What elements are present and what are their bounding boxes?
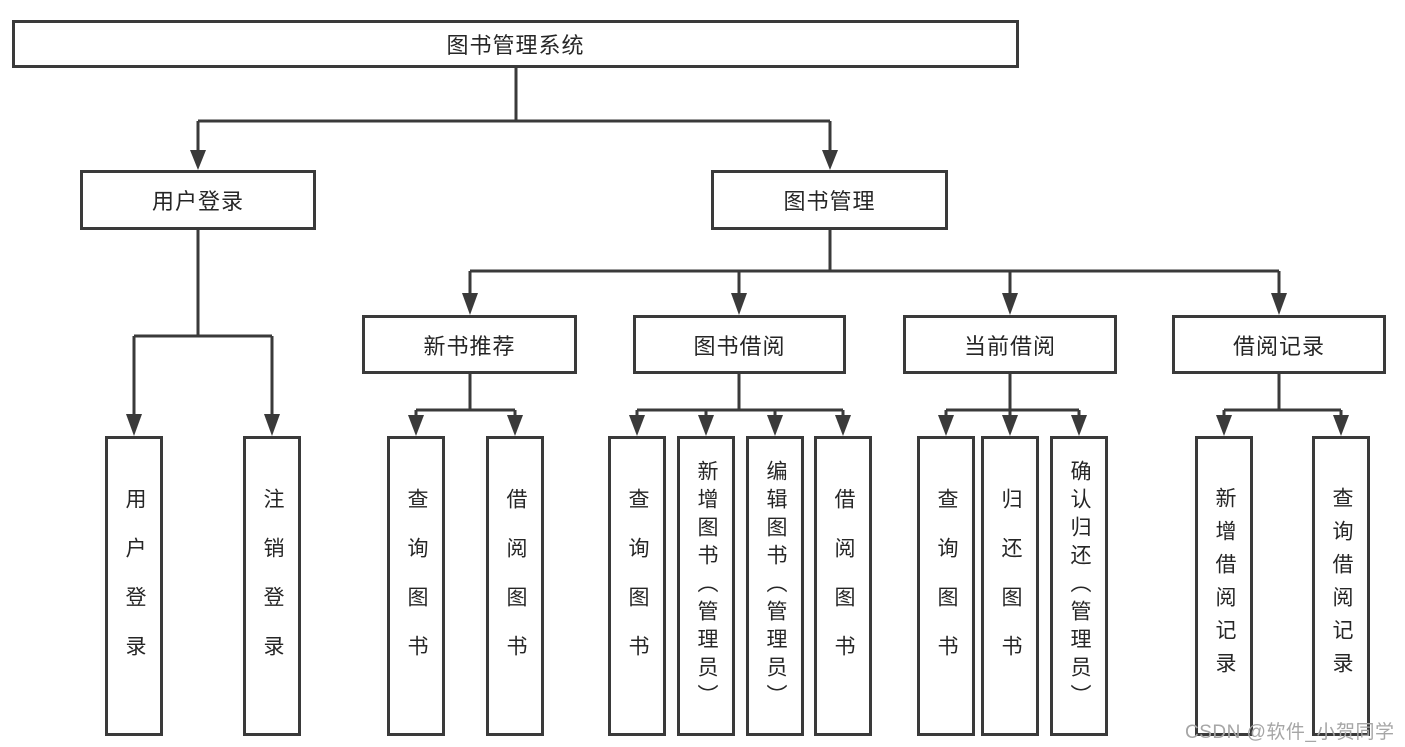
connector-new-book <box>414 374 517 416</box>
arrowhead <box>1271 293 1287 315</box>
leaf-label: 借阅图书 <box>832 488 855 684</box>
connector-current-borrow <box>944 374 1081 416</box>
leaf-label: 确认归还（管理员） <box>1068 460 1091 712</box>
node-label: 新书推荐 <box>423 333 516 359</box>
arrowhead <box>126 414 142 436</box>
connector-book-mgmt <box>468 230 1281 294</box>
arrowhead <box>1216 415 1232 436</box>
node-library-system: 图书管理系统 <box>12 20 1019 68</box>
node-label: 图书借阅 <box>693 333 786 359</box>
leaf-label: 借阅图书 <box>504 488 527 684</box>
arrowhead <box>264 414 280 436</box>
leaf-label: 归还图书 <box>999 488 1022 684</box>
leaf-label: 查询借阅记录 <box>1330 487 1353 685</box>
arrowhead <box>408 415 424 436</box>
leaf-label: 注销登录 <box>261 488 284 684</box>
arrowhead <box>1333 415 1349 436</box>
arrowhead <box>1002 415 1018 436</box>
leaf-logout: 注销登录 <box>243 436 301 736</box>
arrowhead <box>698 415 714 436</box>
leaf-label: 查询图书 <box>626 488 649 684</box>
node-borrow-records: 借阅记录 <box>1172 315 1386 374</box>
leaf-query-books-borrowing: 查询图书 <box>608 436 666 736</box>
node-label: 当前借阅 <box>963 333 1056 359</box>
connector-root <box>196 68 832 151</box>
node-label: 用户登录 <box>151 189 244 214</box>
leaf-add-borrow-record: 新增借阅记录 <box>1195 436 1253 736</box>
arrowhead <box>731 293 747 315</box>
leaf-return-books: 归还图书 <box>981 436 1039 736</box>
arrowhead <box>462 293 478 315</box>
leaf-borrow-books-recommend: 借阅图书 <box>486 436 544 736</box>
arrowhead <box>767 415 783 436</box>
leaf-query-books-current: 查询图书 <box>917 436 975 736</box>
csdn-watermark: CSDN @软件_小贺同学 <box>1185 722 1395 743</box>
leaf-confirm-return-admin: 确认归还（管理员） <box>1050 436 1108 736</box>
node-label: 图书管理系统 <box>446 33 585 58</box>
arrowhead <box>1002 293 1018 315</box>
arrowhead <box>835 415 851 436</box>
arrowhead <box>190 150 206 170</box>
node-current-borrowing: 当前借阅 <box>903 315 1117 374</box>
node-label: 图书管理 <box>783 189 876 214</box>
connector-borrow-record <box>1222 374 1343 416</box>
arrowhead <box>1071 415 1087 436</box>
leaf-label: 编辑图书（管理员） <box>764 460 787 712</box>
node-user-login: 用户登录 <box>80 170 316 230</box>
connector-book-borrow <box>635 374 845 416</box>
leaf-query-books-recommend: 查询图书 <box>387 436 445 736</box>
node-new-book-recommend: 新书推荐 <box>362 315 577 374</box>
arrowhead <box>629 415 645 436</box>
arrowhead <box>507 415 523 436</box>
leaf-label: 查询图书 <box>935 488 958 684</box>
leaf-edit-books-admin: 编辑图书（管理员） <box>746 436 804 736</box>
arrowhead <box>822 150 838 170</box>
connector-user-login <box>132 230 274 415</box>
leaf-add-books-admin: 新增图书（管理员） <box>677 436 735 736</box>
leaf-label: 查询图书 <box>405 488 428 684</box>
leaf-label: 用户登录 <box>123 488 146 684</box>
leaf-label: 新增图书（管理员） <box>695 460 718 712</box>
leaf-label: 新增借阅记录 <box>1213 487 1236 685</box>
node-book-borrowing: 图书借阅 <box>633 315 846 374</box>
arrowhead <box>938 415 954 436</box>
leaf-query-borrow-record: 查询借阅记录 <box>1312 436 1370 736</box>
node-book-management: 图书管理 <box>711 170 948 230</box>
node-label: 借阅记录 <box>1232 333 1325 359</box>
leaf-user-login: 用户登录 <box>105 436 163 736</box>
leaf-borrow-books: 借阅图书 <box>814 436 872 736</box>
